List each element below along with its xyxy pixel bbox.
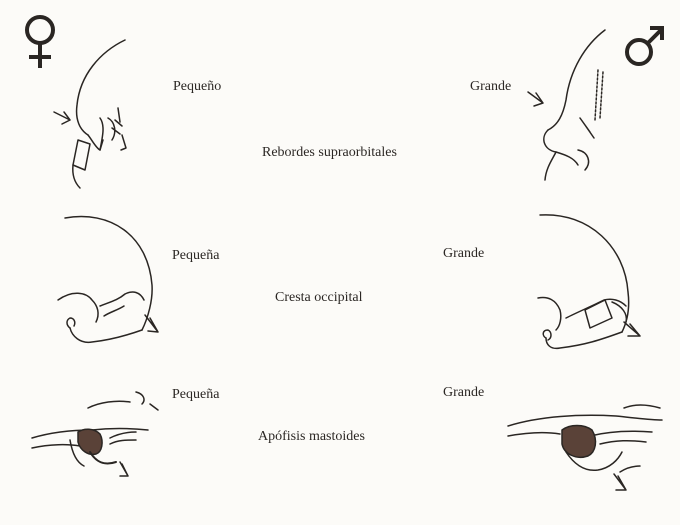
mastoid-trait-label: Apófisis mastoides (258, 429, 365, 445)
male-occipital-sketch (538, 215, 640, 349)
male-mastoid-shading (562, 426, 595, 458)
female-occipital-label: Pequeña (172, 248, 219, 264)
male-occipital-label: Grande (443, 246, 484, 262)
supraorbital-trait-label: Rebordes supraorbitales (262, 145, 397, 161)
female-occipital-sketch (58, 217, 158, 343)
male-supraorbital-label: Grande (470, 79, 511, 95)
male-mastoid-label: Grande (443, 385, 484, 401)
female-mastoid-label: Pequeña (172, 387, 219, 403)
occipital-trait-label: Cresta occipital (275, 290, 362, 306)
female-supraorbital-label: Pequeño (173, 79, 221, 95)
female-mastoid-shading (78, 429, 102, 454)
male-supraorbital-sketch (528, 30, 605, 180)
female-supraorbital-sketch (54, 40, 126, 188)
